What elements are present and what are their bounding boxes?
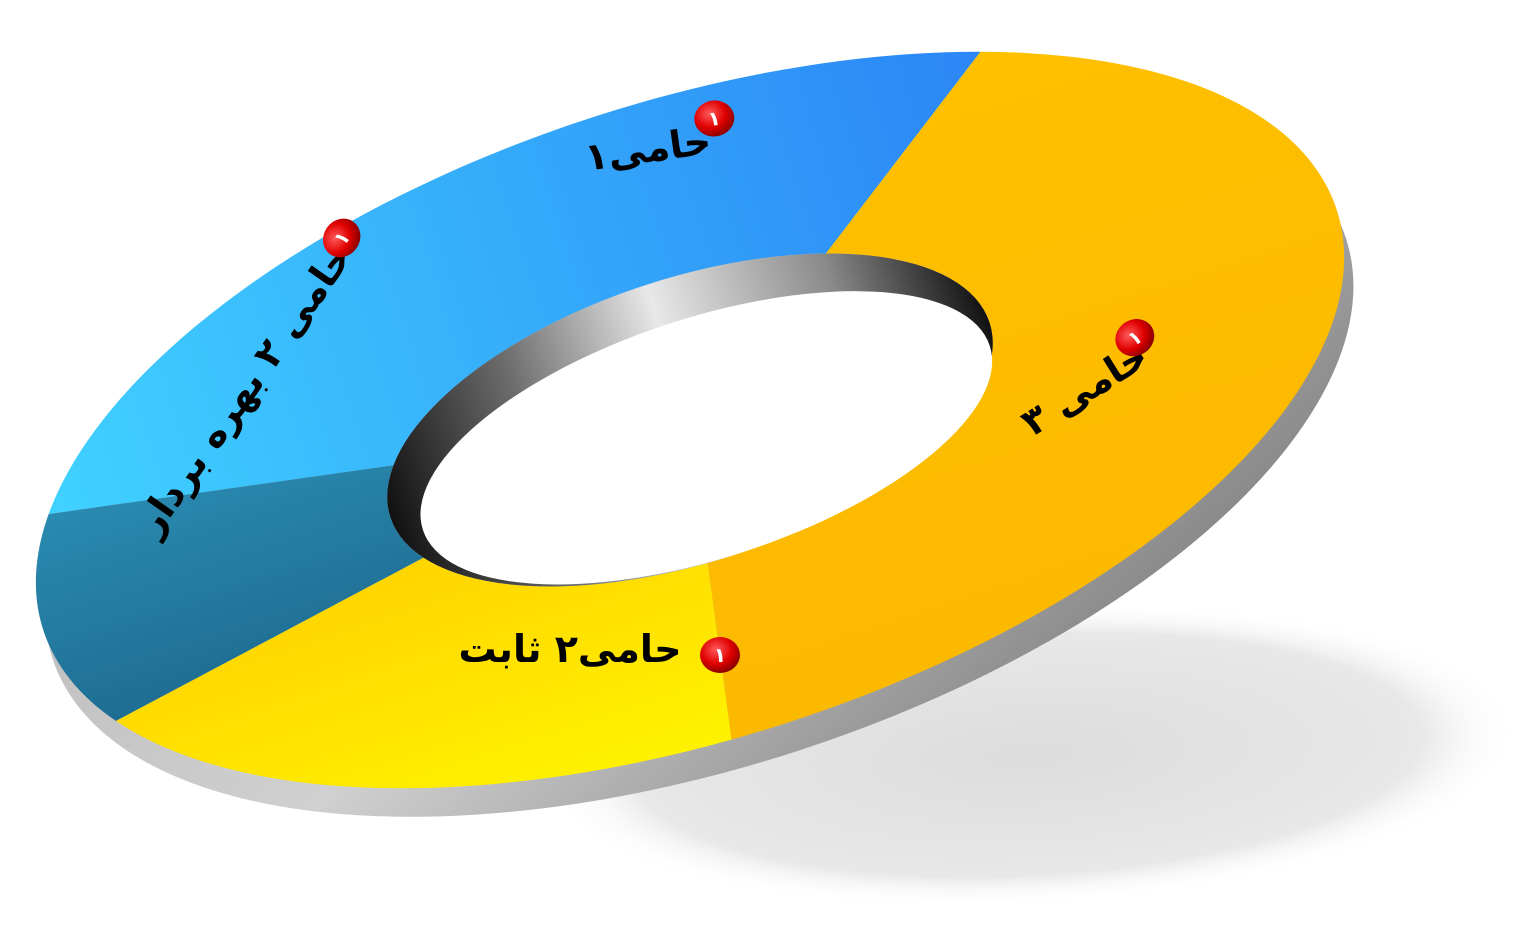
segment-right	[707, 51, 1345, 740]
badge-top-number: ۱	[707, 106, 722, 131]
segment-top	[48, 51, 981, 515]
badge-bottom-icon: ۱	[700, 637, 740, 673]
segment-bottom	[115, 557, 732, 789]
label-bottom: حامی۲ ثابت ۱	[458, 627, 740, 673]
badge-right-icon: ۱	[1115, 319, 1155, 357]
badge-left-icon: ۱	[323, 218, 361, 258]
label-bottom-text: حامی۲ ثابت	[458, 627, 681, 671]
segment-left	[35, 465, 424, 721]
badge-bottom-number: ۱	[714, 643, 726, 667]
badge-top-icon: ۱	[694, 100, 735, 137]
inner-hole	[420, 291, 993, 585]
ring-face	[35, 51, 1345, 789]
